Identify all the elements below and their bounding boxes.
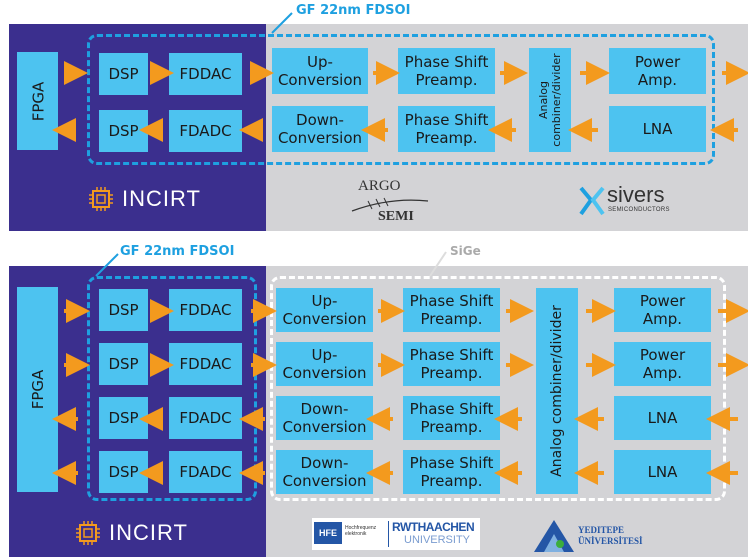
top-incirt-logo: INCIRT bbox=[88, 186, 201, 212]
argo-semi-logo: ARGO SEMI bbox=[350, 178, 430, 228]
bottom-dsp-block: DSP bbox=[99, 289, 148, 331]
bottom-fdsoi-label: GF 22nm FDSOI bbox=[120, 244, 235, 259]
chip-icon bbox=[76, 521, 100, 545]
top-upconversion-block: Up- Conversion bbox=[272, 48, 368, 94]
hfe-rwth-logo: HFE Hochfrequenz elektronik RWTHAACHEN U… bbox=[312, 518, 480, 550]
bottom-phase-shift-block: Phase Shift Preamp. bbox=[403, 288, 500, 332]
top-dsp-rx-block: DSP bbox=[99, 110, 148, 152]
bottom-dsp-block: DSP bbox=[99, 451, 148, 493]
top-fdadc-block: FDADC bbox=[169, 110, 242, 152]
bottom-sige-boundary bbox=[270, 276, 726, 501]
chip-icon bbox=[89, 187, 113, 211]
top-phase-shift-rx-block: Phase Shift Preamp. bbox=[398, 106, 495, 152]
bottom-sige-label: SiGe bbox=[450, 244, 481, 258]
top-downconversion-block: Down- Conversion bbox=[272, 106, 368, 152]
bottom-amp-block: Power Amp. bbox=[614, 342, 711, 386]
bottom-converter-block: FDADC bbox=[169, 397, 242, 439]
bottom-converter-block: FDDAC bbox=[169, 289, 242, 331]
yeditepe-logo: YEDITEPE ÜNİVERSİTESİ bbox=[532, 516, 662, 554]
bottom-fdsoi-boundary bbox=[87, 276, 257, 501]
bottom-converter-block: FDADC bbox=[169, 451, 242, 493]
top-fpga-block: FPGA bbox=[17, 52, 58, 150]
top-fdsoi-boundary bbox=[87, 34, 715, 165]
bottom-dsp-block: DSP bbox=[99, 343, 148, 385]
bottom-incirt-text: INCIRT bbox=[109, 520, 188, 545]
bottom-updown-block: Up- Conversion bbox=[276, 288, 373, 332]
top-fpga-label: FPGA bbox=[28, 81, 47, 121]
top-lna-block: LNA bbox=[609, 106, 706, 152]
rwth-text: RWTHAACHEN bbox=[392, 520, 475, 534]
top-power-amp-block: Power Amp. bbox=[609, 48, 706, 94]
sivers-x-icon bbox=[579, 186, 605, 216]
bottom-dsp-block: DSP bbox=[99, 397, 148, 439]
yeditepe-subtext: ÜNİVERSİTESİ bbox=[578, 536, 643, 546]
rwth-divider bbox=[388, 521, 389, 547]
hfe-subtext: Hochfrequenz elektronik bbox=[345, 525, 377, 537]
bottom-amp-block: Power Amp. bbox=[614, 288, 711, 332]
bottom-converter-block: FDDAC bbox=[169, 343, 242, 385]
top-dsp-tx-block: DSP bbox=[99, 53, 148, 95]
bottom-updown-block: Up- Conversion bbox=[276, 342, 373, 386]
semi-text: SEMI bbox=[378, 209, 414, 224]
bottom-phase-shift-block: Phase Shift Preamp. bbox=[403, 342, 500, 386]
sivers-text: sivers bbox=[607, 182, 665, 207]
argo-swoosh-icon bbox=[351, 197, 429, 212]
yeditepe-text: YEDITEPE bbox=[578, 525, 625, 535]
top-phase-shift-tx-block: Phase Shift Preamp. bbox=[398, 48, 495, 94]
bottom-amp-block: LNA bbox=[614, 450, 711, 494]
bottom-phase-shift-block: Phase Shift Preamp. bbox=[403, 396, 500, 440]
yeditepe-mountain-icon bbox=[534, 520, 574, 552]
hfe-box: HFE bbox=[314, 522, 342, 544]
bottom-combiner-block: Analog combiner/divider bbox=[536, 288, 578, 494]
top-incirt-text: INCIRT bbox=[122, 186, 201, 211]
bottom-incirt-logo: INCIRT bbox=[75, 520, 188, 546]
bottom-updown-block: Down- Conversion bbox=[276, 396, 373, 440]
bottom-updown-block: Down- Conversion bbox=[276, 450, 373, 494]
hfe-text: HFE bbox=[319, 528, 337, 538]
top-combiner-label: Analog combiner/divider bbox=[537, 53, 563, 147]
bottom-combiner-label: Analog combiner/divider bbox=[549, 305, 565, 477]
argo-text: ARGO bbox=[358, 178, 401, 194]
bottom-amp-block: LNA bbox=[614, 396, 711, 440]
bottom-phase-shift-block: Phase Shift Preamp. bbox=[403, 450, 500, 494]
top-combiner-block: Analog combiner/divider bbox=[529, 48, 571, 152]
bottom-fpga-label: FPGA bbox=[28, 369, 47, 410]
sivers-logo: sivers SEMICONDUCTORS bbox=[577, 182, 687, 220]
bottom-fpga-block: FPGA bbox=[17, 287, 58, 492]
top-fddac-block: FDDAC bbox=[169, 53, 242, 95]
rwth-subtext: UNIVERSITY bbox=[404, 534, 471, 546]
top-fdsoi-label: GF 22nm FDSOI bbox=[296, 3, 411, 18]
sivers-subtext: SEMICONDUCTORS bbox=[608, 207, 670, 213]
